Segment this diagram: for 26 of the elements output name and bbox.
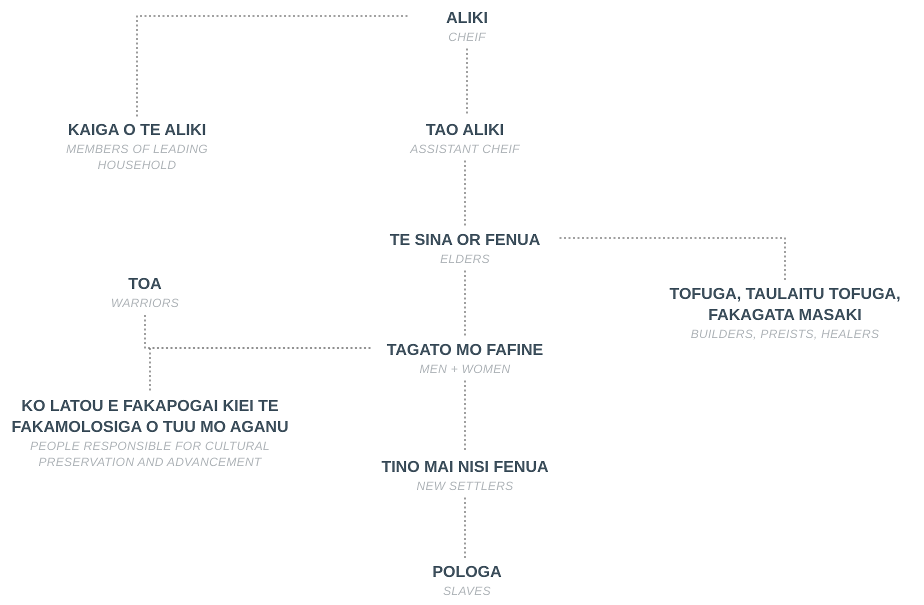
dotted-connector [149, 347, 371, 393]
role-description: BUILDERS, PREISTS, HEALERS [690, 326, 880, 342]
role-title: POLOGA [432, 563, 502, 583]
role-description: ASSISTANT CHEIF [410, 141, 520, 157]
role-title: TINO MAI NISI FENUA [381, 458, 549, 478]
dotted-connector [464, 497, 466, 559]
role-title: TOFUGA, TAULAITU TOFUGA, FAKAGATA MASAKI [668, 285, 902, 326]
role-title: TAO ALIKI [426, 121, 504, 141]
role-title: TOA [128, 275, 162, 295]
role-title: TAGATO MO FAFINE [386, 341, 544, 361]
dotted-connector [559, 237, 786, 281]
role-description: MEN + WOMEN [420, 361, 510, 377]
role-description: WARRIORS [110, 295, 180, 311]
role-description: PEOPLE RESPONSIBLE FOR CULTURAL PRESERVATION AND ADVANCEMENT [29, 438, 271, 470]
role-title: TE SINA OR FENUA [390, 231, 540, 251]
role-title: KAIGA O TE ALIKI [68, 121, 206, 141]
dotted-connector [464, 160, 466, 227]
role-title: ALIKI [446, 9, 488, 29]
role-description: CHEIF [448, 29, 486, 45]
dotted-connector [464, 270, 466, 337]
role-description: ELDERS [440, 251, 490, 267]
dotted-connector [136, 15, 408, 117]
role-description: MEMBERS OF LEADING HOUSEHOLD [65, 141, 209, 173]
role-title: KO LATOU E FAKAPOGAI KIEI TE FAKAMOLOSIGA O TUU MO AGANU [10, 397, 290, 438]
role-description: SLAVES [443, 583, 491, 599]
role-description: NEW SETTLERS [416, 478, 514, 494]
